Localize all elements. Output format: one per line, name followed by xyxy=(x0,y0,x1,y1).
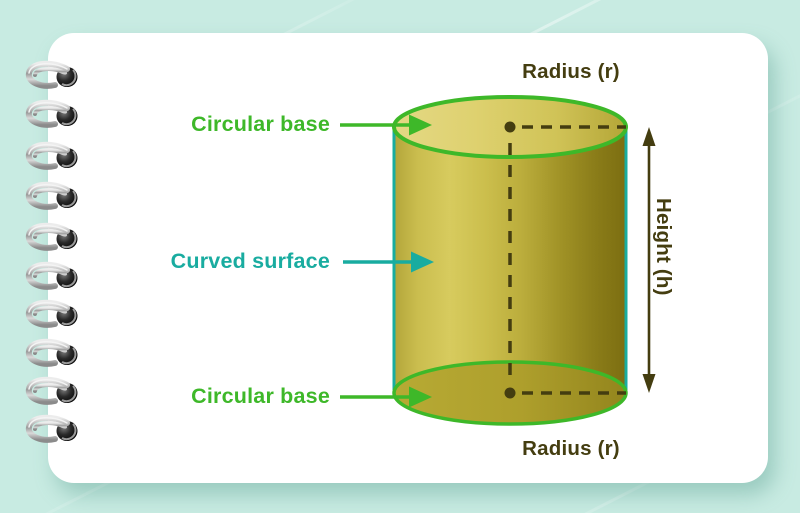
spiral-ring-icon xyxy=(21,376,83,410)
label-circular-base-bottom: Circular base xyxy=(191,384,330,408)
label-radius-bottom: Radius (r) xyxy=(522,437,620,460)
spiral-ring-icon xyxy=(21,338,83,372)
spiral-ring-icon xyxy=(21,141,83,175)
spiral-ring-icon xyxy=(21,181,83,215)
spiral-ring-icon xyxy=(21,99,83,133)
spiral-ring-icon xyxy=(21,60,83,94)
spiral-ring-icon xyxy=(21,299,83,333)
label-height: Height (h) xyxy=(652,198,675,296)
spiral-ring-icon xyxy=(21,261,83,295)
spiral-ring-icon xyxy=(21,414,83,448)
label-curved-surface: Curved surface xyxy=(170,249,330,273)
label-radius-top: Radius (r) xyxy=(522,60,620,83)
label-circular-base-top: Circular base xyxy=(191,112,330,136)
spiral-ring-icon xyxy=(21,222,83,256)
